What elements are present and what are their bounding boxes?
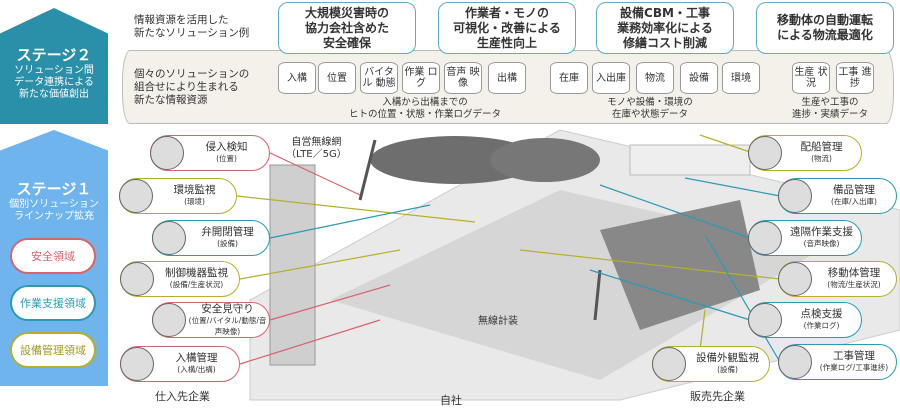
own-company-label: 自社 bbox=[440, 394, 462, 407]
callout-sub: (音声映像) bbox=[803, 239, 840, 248]
solution-photo-icon bbox=[652, 347, 686, 381]
solution-callout: 制御機器監視(設備/生産状況) bbox=[120, 261, 240, 297]
stage1-title: ステージ１ bbox=[16, 180, 92, 198]
stage2-title: ステージ２ bbox=[16, 46, 92, 64]
stage1-sub: ラインナップ拡充 bbox=[14, 211, 94, 222]
callout-title: 備品管理 bbox=[833, 184, 875, 196]
callout-title: 弁開閉管理 bbox=[201, 226, 254, 238]
solution-photo-icon bbox=[120, 347, 154, 381]
caption-things: モノや設備・環境の在庫や状態データ bbox=[607, 97, 693, 120]
solution-callout: 遠隔作業支援(音声映像) bbox=[748, 220, 862, 256]
solution-box: 作業者・モノの可視化・改善による生産性向上 bbox=[438, 2, 576, 54]
solution-photo-icon bbox=[119, 179, 153, 213]
callout-title: 安全見守り bbox=[201, 302, 254, 315]
resource-cylinder: 出構 bbox=[488, 62, 526, 94]
caption-progress: 生産や工事の進捗・実績データ bbox=[791, 97, 868, 120]
callout-title: 制御機器監視 bbox=[165, 267, 228, 279]
solution-photo-icon bbox=[120, 262, 154, 296]
resource-cylinder: 工事 進捗 bbox=[836, 62, 874, 94]
solution-callout: 侵入検知(位置) bbox=[150, 135, 270, 171]
stage2-badge: ステージ２ ソリューション間 データ連携による 新たな価値創出 bbox=[0, 8, 108, 124]
resource-cylinder: 入構 bbox=[278, 62, 316, 94]
callout-title: 環境監視 bbox=[173, 184, 216, 196]
callout-sub: (物流) bbox=[811, 154, 832, 163]
resource-cylinder: 入出庫 bbox=[592, 62, 630, 94]
resource-cylinder: 音声 映像 bbox=[444, 62, 482, 94]
callout-title: 入構管理 bbox=[175, 352, 218, 364]
resource-cylinder: バイタル 動態 bbox=[360, 62, 398, 94]
callout-title: 設備外観監視 bbox=[696, 352, 759, 364]
solution-photo-icon bbox=[152, 221, 186, 255]
callout-title: 侵入検知 bbox=[205, 141, 248, 153]
resources-label: 個々のソリューションの組合せにより生まれる新たな情報資源 bbox=[134, 68, 250, 106]
solution-callout: 移動体管理(物流/生産状況) bbox=[778, 261, 897, 297]
resource-cylinder: 環境 bbox=[722, 62, 760, 94]
callout-sub: (物流/生産状況) bbox=[827, 280, 881, 289]
stage2-sub: データ連携による bbox=[14, 77, 94, 88]
callout-sub: (位置/バイタル/動態/音声映像) bbox=[188, 315, 267, 336]
wireless-network-label: 自営無線網（LTE／5G） bbox=[286, 137, 347, 160]
domain-work-support: 作業支援領域 bbox=[10, 285, 96, 321]
solution-photo-icon bbox=[150, 136, 184, 170]
resource-cylinder: 位置 bbox=[318, 62, 356, 94]
wireless-instrumentation-label: 無線計装 bbox=[478, 316, 518, 327]
stage2-sub: ソリューション間 bbox=[14, 65, 94, 76]
callout-title: 移動体管理 bbox=[827, 267, 881, 279]
stage1-badge: ステージ１ 個別ソリューション ラインナップ拡充 安全領域 作業支援領域 設備管… bbox=[0, 130, 108, 386]
callout-sub: (設備) bbox=[717, 365, 738, 374]
solution-callout: 入構管理(入構/出構) bbox=[120, 346, 240, 382]
solution-photo-icon bbox=[748, 303, 782, 337]
resource-cylinder: 在庫 bbox=[550, 62, 588, 94]
solution-callout: 安全見守り(位置/バイタル/動態/音声映像) bbox=[152, 302, 270, 338]
solution-photo-icon bbox=[778, 345, 812, 379]
solution-callout: 設備外観監視(設備) bbox=[652, 346, 770, 382]
solution-box: 大規模災害時の協力会社含めた安全確保 bbox=[278, 2, 416, 54]
resource-cylinder: 設備 bbox=[680, 62, 718, 94]
solution-photo-icon bbox=[748, 221, 782, 255]
callout-sub: (入構/出構) bbox=[177, 365, 216, 374]
solution-callout: 工事管理(作業ログ/工事進捗) bbox=[778, 344, 897, 380]
solution-callout: 弁開閉管理(設備) bbox=[152, 220, 270, 256]
caption-people: 入構から出構までのヒトの位置・状態・作業ログデータ bbox=[348, 97, 501, 120]
solution-box: 移動体の自動運転による物流最適化 bbox=[756, 2, 894, 54]
callout-sub: (作業ログ) bbox=[803, 321, 840, 330]
callout-sub: (環境) bbox=[184, 197, 205, 206]
callout-sub: (設備/生産状況) bbox=[169, 280, 224, 289]
callout-sub: (設備) bbox=[217, 239, 238, 248]
solution-callout: 備品管理(在庫/入出庫) bbox=[778, 178, 897, 214]
callout-title: 遠隔作業支援 bbox=[790, 226, 853, 238]
solution-photo-icon bbox=[778, 262, 812, 296]
resource-cylinder: 生産 状況 bbox=[792, 62, 830, 94]
resource-cylinder: 物流 bbox=[636, 62, 674, 94]
callout-sub: (在庫/入出庫) bbox=[831, 197, 877, 206]
domain-equipment: 設備管理領域 bbox=[10, 332, 96, 368]
supplier-label: 仕入先企業 bbox=[155, 390, 210, 403]
stage2-sub: 新たな価値創出 bbox=[19, 89, 89, 100]
solution-photo-icon bbox=[748, 136, 782, 170]
callout-title: 工事管理 bbox=[833, 350, 875, 362]
callout-title: 点検支援 bbox=[800, 308, 843, 320]
resource-cylinder: 作業 ログ bbox=[402, 62, 440, 94]
customer-label: 販売先企業 bbox=[690, 390, 745, 403]
solutions-label: 情報資源を活用した新たなソリューション例 bbox=[134, 14, 250, 39]
callout-sub: (作業ログ/工事進捗) bbox=[819, 363, 889, 372]
solution-box: 設備CBM・工事業務効率化による修繕コスト削減 bbox=[596, 2, 734, 54]
stage1-sub: 個別ソリューション bbox=[9, 199, 99, 210]
solution-photo-icon bbox=[778, 179, 812, 213]
domain-safety: 安全領域 bbox=[10, 238, 96, 274]
solution-callout: 環境監視(環境) bbox=[119, 178, 237, 214]
callout-title: 配船管理 bbox=[800, 141, 843, 153]
callout-sub: (位置) bbox=[216, 154, 237, 163]
solution-callout: 点検支援(作業ログ) bbox=[748, 302, 862, 338]
solution-callout: 配船管理(物流) bbox=[748, 135, 862, 171]
solution-photo-icon bbox=[152, 303, 186, 337]
